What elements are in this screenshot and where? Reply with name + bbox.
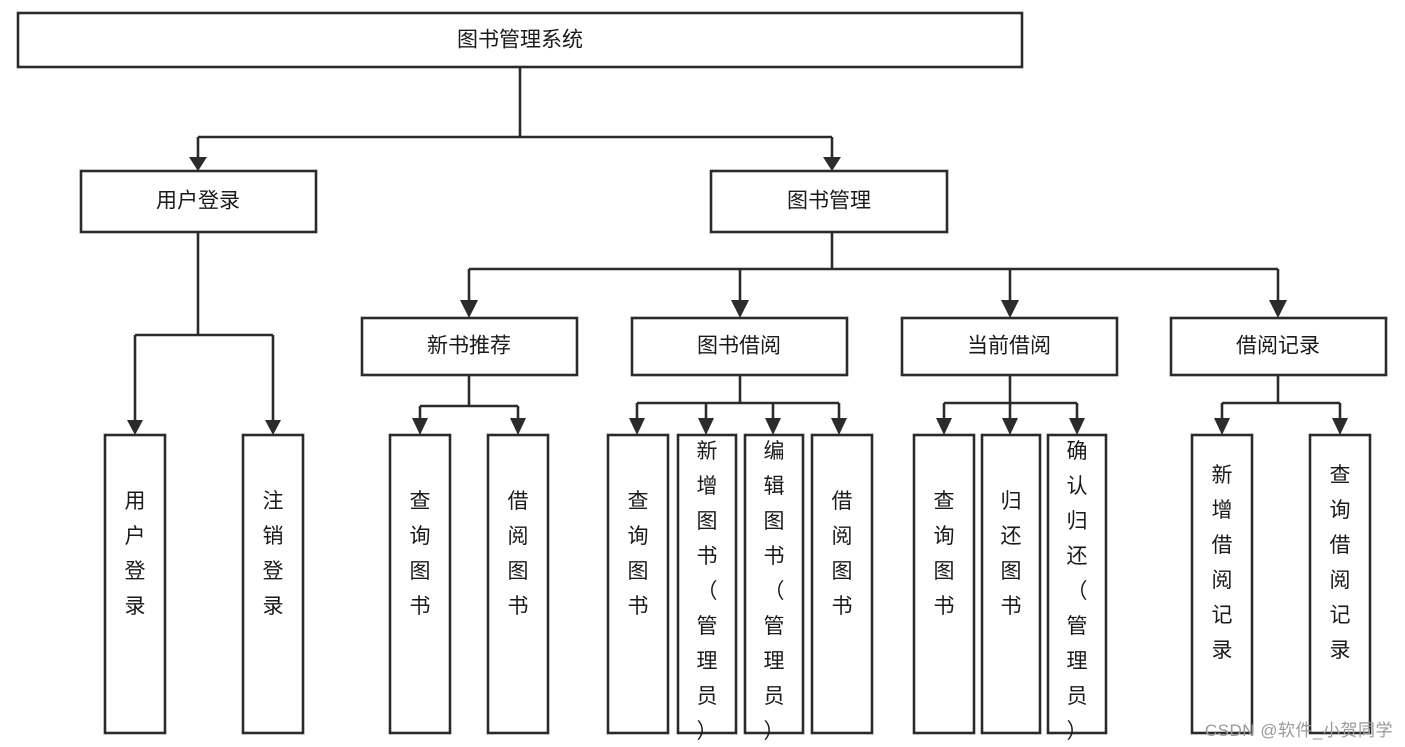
leaf-borrow-addbook-box[interactable] (676, 433, 738, 735)
leaf-current-query-label: 查询图书 (934, 490, 955, 618)
node-user-login[interactable]: 用户登录 (79, 169, 318, 234)
node-new-book-recommend-box[interactable] (360, 316, 579, 377)
leaf-newbook-borrow-label: 借阅图书 (508, 490, 529, 618)
leaf-current-query-box[interactable] (912, 433, 976, 735)
leaf-current-confirm-box[interactable] (1046, 433, 1108, 735)
arrow-head-borrowrecord-leaf-1 (1214, 418, 1230, 435)
leaf-borrow-query-box[interactable] (606, 433, 670, 735)
arrow-head-borrowrecord-leaf-2 (1332, 418, 1348, 435)
node-new-book-recommend-label: 新书推荐 (427, 335, 511, 358)
node-current-borrow[interactable]: 当前借阅 (900, 316, 1119, 377)
arrow-head-bookborrow (731, 300, 749, 318)
leaf-borrow-editbook-label: 编辑图书（管理员） (764, 440, 785, 743)
node-book-management-label: 图书管理 (787, 190, 871, 213)
leaf-record-query-box[interactable] (1308, 433, 1372, 735)
leaf-node[interactable]: 新增借阅记录 (1190, 433, 1254, 735)
arrow-head-currentborrow (1001, 300, 1019, 318)
leaf-node[interactable]: 编辑图书（管理员） (743, 433, 805, 743)
leaf-record-query-label: 查询借阅记录 (1330, 464, 1351, 662)
node-current-borrow-box[interactable] (900, 316, 1119, 377)
arrow-head-bookborrow-leaf-2 (698, 418, 714, 435)
node-book-management[interactable]: 图书管理 (709, 169, 949, 234)
leaf-node[interactable]: 新增图书（管理员） (676, 433, 738, 743)
node-book-borrow-box[interactable] (630, 316, 849, 377)
node-book-borrow-label: 图书借阅 (697, 335, 781, 358)
arrow-head-bookmgmt (823, 157, 841, 171)
node-new-book-recommend[interactable]: 新书推荐 (360, 316, 579, 377)
node-borrow-record-label: 借阅记录 (1236, 335, 1320, 358)
node-book-management-box[interactable] (709, 169, 949, 234)
leaf-node[interactable]: 查询图书 (606, 433, 670, 735)
arrow-head-user-login-leaf (127, 420, 143, 435)
arrow-head-bookborrow-leaf-1 (629, 418, 645, 435)
leaf-current-confirm-label: 确认归还（管理员） (1067, 440, 1088, 743)
connector-layer (127, 67, 1348, 435)
arrow-head-bookborrow-leaf-4 (831, 418, 847, 435)
leaf-node[interactable]: 确认归还（管理员） (1046, 433, 1108, 743)
leaf-current-return-box[interactable] (980, 433, 1042, 735)
leaf-borrow-addbook-label: 新增图书（管理员） (697, 440, 718, 743)
arrow-head-newbook (460, 300, 478, 318)
leaf-record-add-label: 新增借阅记录 (1212, 464, 1233, 662)
node-borrow-record-box[interactable] (1169, 316, 1388, 377)
leaf-user-login-box[interactable] (103, 433, 167, 735)
leaf-newbook-query-label: 查询图书 (410, 490, 431, 618)
arrow-head-currentborrow-leaf-2 (1002, 418, 1018, 435)
node-root[interactable]: 图书管理系统 (16, 11, 1024, 69)
leaf-current-return-label: 归还图书 (1001, 490, 1022, 618)
arrow-head-newbook-leaf-2 (510, 418, 526, 435)
arrow-head-borrowrecord (1269, 300, 1287, 318)
leaf-node[interactable]: 借阅图书 (810, 433, 874, 735)
leaf-borrow-query-label: 查询图书 (628, 490, 649, 618)
leaf-logout-box[interactable] (241, 433, 305, 735)
leaf-user-login-label: 用户登录 (125, 490, 146, 618)
leaf-newbook-query-box[interactable] (388, 433, 452, 735)
node-current-borrow-label: 当前借阅 (967, 335, 1051, 358)
node-user-login-box[interactable] (79, 169, 318, 234)
leaf-borrow-borrowbook-box[interactable] (810, 433, 874, 735)
arrow-head-bookborrow-leaf-3 (765, 418, 781, 435)
arrow-head-currentborrow-leaf-1 (936, 418, 952, 435)
leaf-record-add-box[interactable] (1190, 433, 1254, 735)
arrow-head-currentborrow-leaf-3 (1069, 418, 1085, 435)
leaf-node[interactable]: 借阅图书 (486, 433, 550, 735)
node-user-login-label: 用户登录 (156, 190, 240, 213)
node-root-box[interactable] (16, 11, 1024, 69)
leaf-node[interactable]: 查询图书 (388, 433, 452, 735)
node-root-label: 图书管理系统 (457, 29, 583, 52)
leaf-borrow-editbook-box[interactable] (743, 433, 805, 735)
leaf-node[interactable]: 查询借阅记录 (1308, 433, 1372, 735)
leaf-node[interactable]: 用户登录 (103, 433, 167, 735)
arrow-head-userlogin (189, 157, 207, 171)
leaf-node[interactable]: 查询图书 (912, 433, 976, 735)
node-book-borrow[interactable]: 图书借阅 (630, 316, 849, 377)
node-borrow-record[interactable]: 借阅记录 (1169, 316, 1388, 377)
arrow-head-logout-leaf (265, 420, 281, 435)
arrow-head-newbook-leaf-1 (412, 418, 428, 435)
leaf-logout-label: 注销登录 (263, 490, 284, 618)
leaf-borrow-borrowbook-label: 借阅图书 (832, 490, 853, 618)
leaf-newbook-borrow-box[interactable] (486, 433, 550, 735)
leaf-node[interactable]: 归还图书 (980, 433, 1042, 735)
leaf-node[interactable]: 注销登录 (241, 433, 305, 735)
